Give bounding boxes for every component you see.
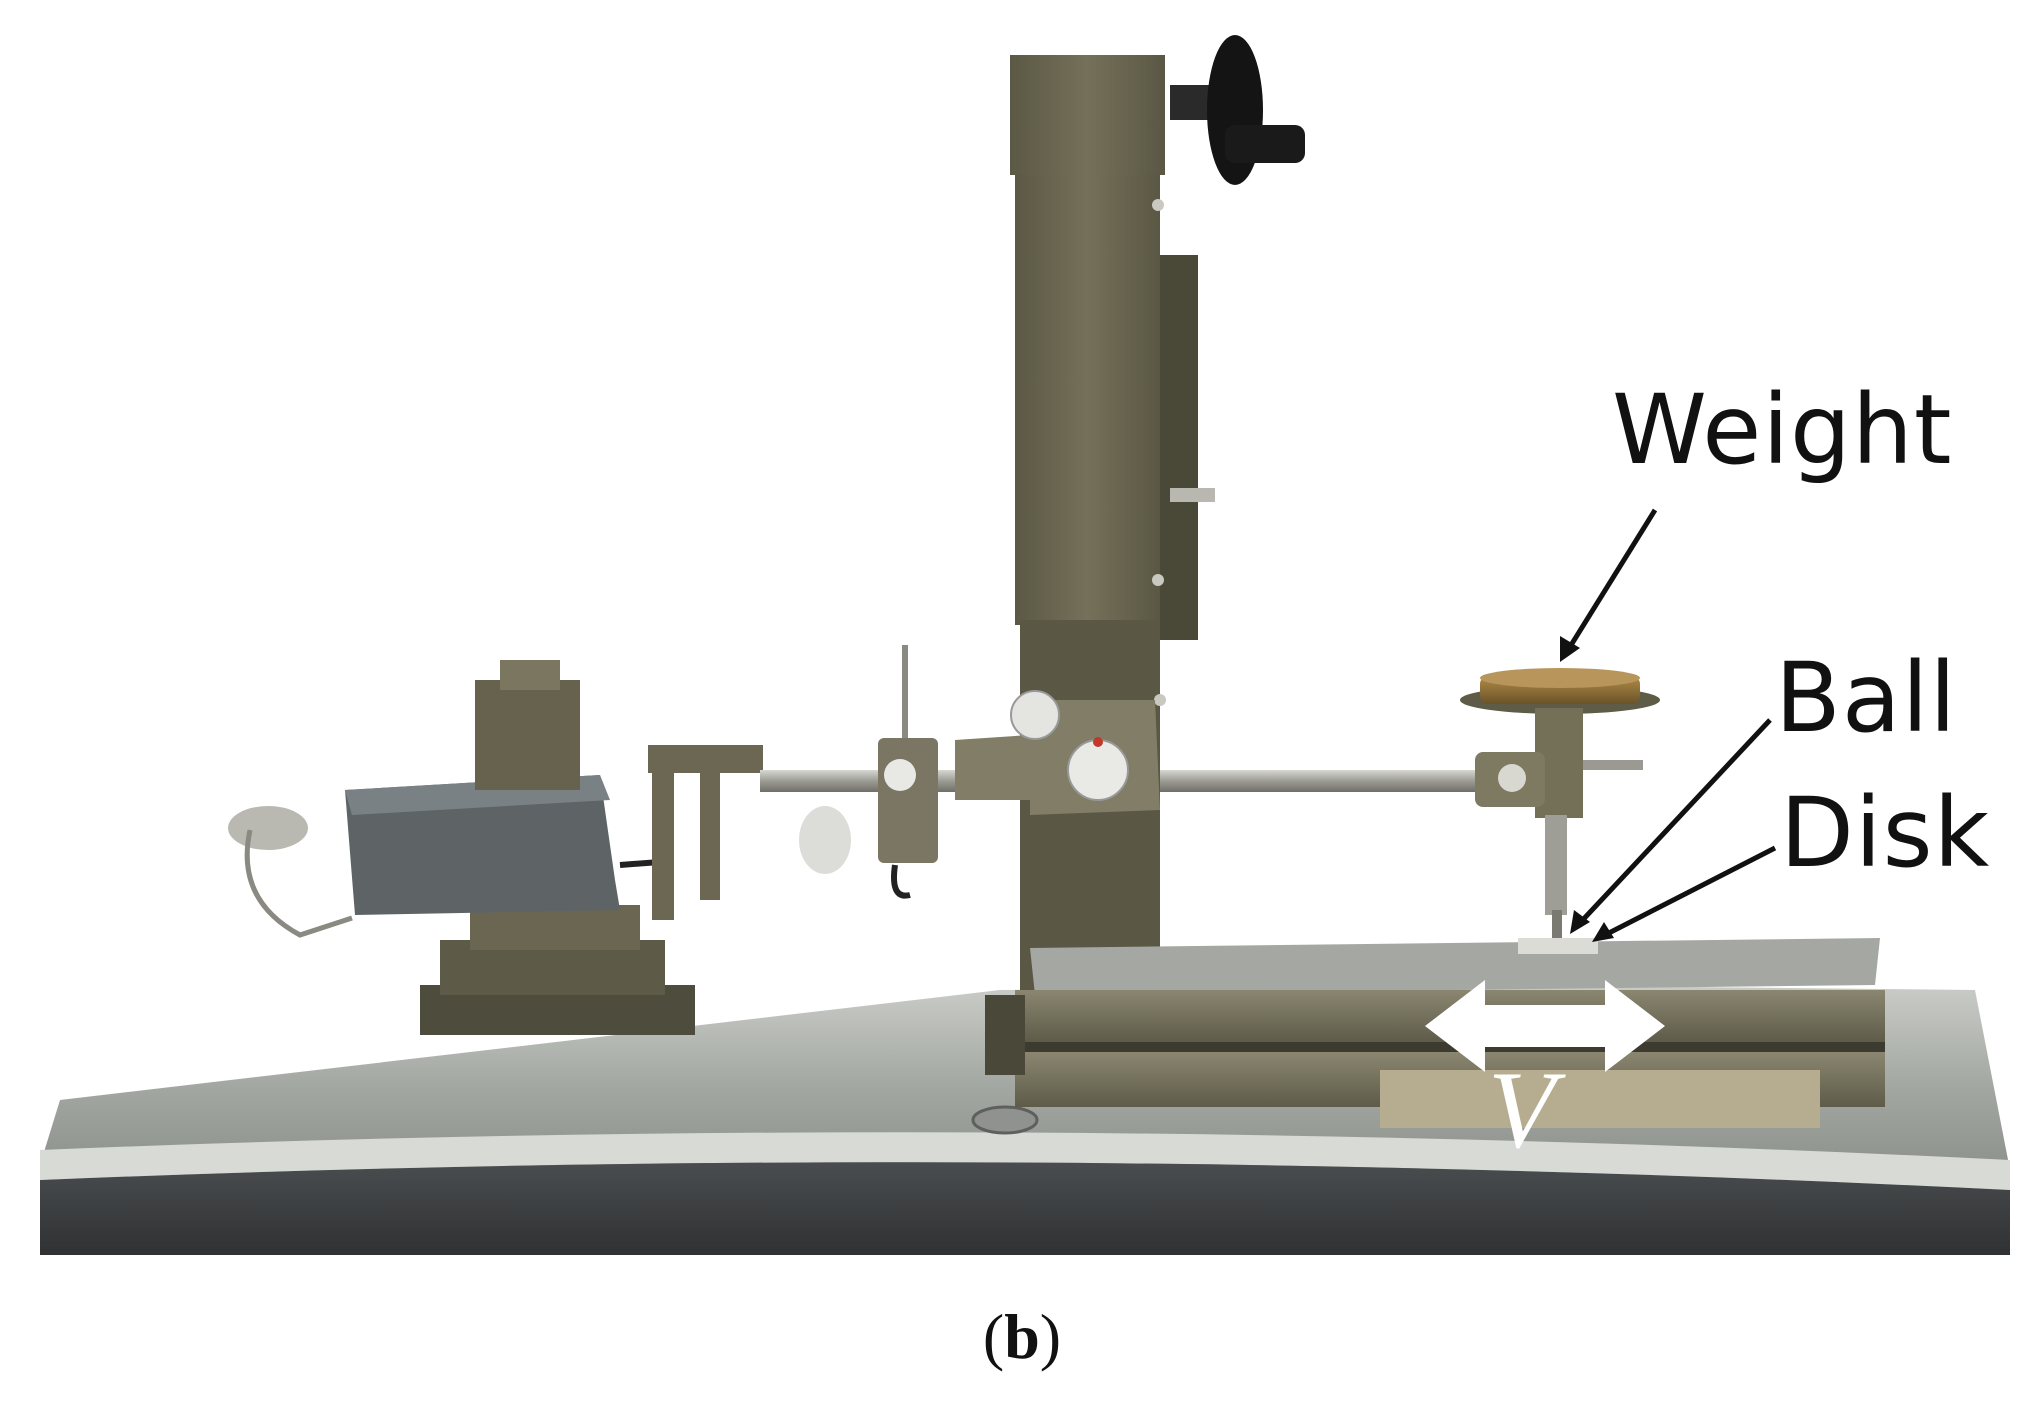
velocity-label: V — [1488, 1049, 1556, 1171]
load-cell-assembly — [228, 660, 695, 1035]
vertical-column — [1010, 55, 1215, 1010]
caption-open-paren: ( — [982, 1301, 1005, 1372]
hand-crank-icon — [1170, 35, 1305, 185]
bracket — [648, 745, 763, 920]
weight-assembly — [1460, 668, 1660, 954]
caption-close-paren: ) — [1039, 1301, 1062, 1372]
ball-label: Ball — [1775, 642, 1958, 754]
carriage — [955, 690, 1160, 815]
linear-stage — [985, 938, 1885, 1128]
weight-label: Weight — [1612, 374, 1953, 486]
double-headed-arrow-icon — [1425, 980, 1665, 1072]
sensor-holder — [799, 645, 938, 899]
disk-label: Disk — [1780, 777, 1991, 889]
figure-caption: (b) — [0, 1305, 2044, 1369]
caption-letter: b — [1004, 1301, 1040, 1372]
callout-arrow-icon — [1560, 508, 1777, 942]
